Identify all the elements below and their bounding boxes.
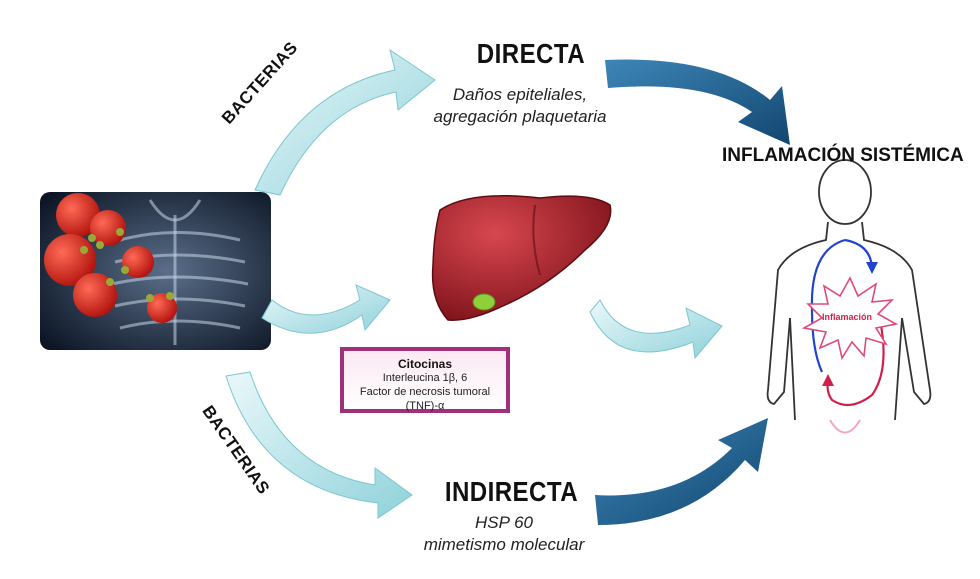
blood-cell	[147, 293, 177, 323]
blood-cell	[73, 273, 117, 317]
inflammation-burst-label: Inflamación	[822, 312, 873, 322]
arrow-indirect-to-systemic	[595, 418, 768, 525]
direct-description: Daños epiteliales, agregación plaquetari…	[400, 84, 640, 128]
bacteria-dots	[80, 228, 174, 302]
red-arrowhead	[822, 374, 834, 386]
blood-cell	[90, 210, 126, 246]
cytokines-title: Citocinas	[397, 357, 452, 371]
blue-arrowhead	[866, 262, 878, 274]
indirect-line-2: mimetismo molecular	[423, 535, 585, 554]
inflammation-burst	[801, 276, 899, 361]
arrow-bacteria-bottom	[225, 371, 413, 519]
indirect-line-1: HSP 60	[475, 513, 533, 532]
cytokines-line-1: Interleucina 1β, 6	[382, 372, 468, 384]
arrow-direct-to-systemic	[605, 59, 790, 145]
arrow-bacteria-top	[254, 48, 436, 196]
circulation-red-arrow	[826, 319, 885, 407]
circulation-fade	[829, 419, 861, 434]
circulation-blue-arrow	[810, 238, 846, 373]
gallbladder	[472, 293, 496, 311]
arrow-to-liver	[261, 284, 391, 334]
xray-image	[40, 192, 271, 370]
arrow-liver-to-body	[589, 299, 723, 360]
direct-heading: DIRECTA	[476, 38, 586, 69]
cytokines-line-2: Factor de necrosis tumoral (TNF)-α	[359, 386, 491, 412]
body-outline	[766, 159, 932, 421]
cytokines-box: Citocinas Interleucina 1β, 6 Factor de n…	[340, 347, 510, 413]
indirect-description: HSP 60 mimetismo molecular	[384, 512, 624, 556]
systemic-inflammation-title: INFLAMACIÓN SISTÉMICA	[722, 145, 964, 166]
blood-cell	[56, 193, 100, 237]
direct-line-1: Daños epiteliales,	[452, 85, 588, 104]
indirect-heading: INDIRECTA	[444, 476, 579, 507]
blood-cell	[122, 246, 154, 278]
liver-illustration	[431, 194, 612, 321]
direct-line-2: agregación plaquetaria	[433, 107, 607, 126]
